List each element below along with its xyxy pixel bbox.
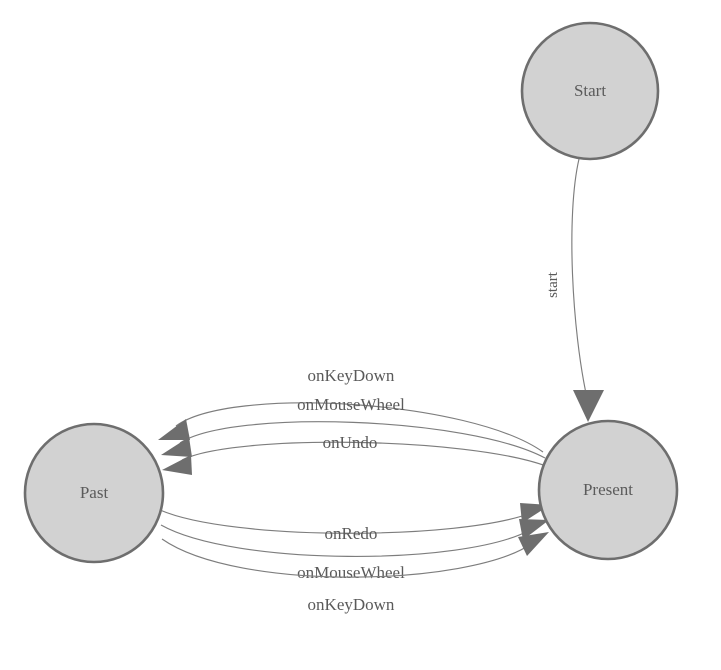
edge-arrowhead-present-past-onundo [162, 455, 192, 475]
edge-label-onkeydown-bottom: onKeyDown [308, 595, 395, 614]
nodes-layer: Start Past Present [23, 21, 679, 564]
edge-label-onmousewheel-top: onMouseWheel [297, 395, 405, 414]
edge-label-onkeydown-top: onKeyDown [308, 366, 395, 385]
edge-past-to-present-onredo[interactable]: onRedo [159, 503, 550, 543]
edge-path-present-past-onkeydown [175, 402, 544, 453]
edge-path-past-present-onredo [159, 509, 532, 534]
edge-past-to-present-onmousewheel[interactable]: onMouseWheel [160, 519, 549, 582]
edge-path-start-present [571, 158, 588, 399]
edge-path-past-present-onmousewheel [160, 524, 531, 557]
edge-arrowhead-present-past-onkeydown [158, 419, 190, 440]
node-start-label: Start [574, 81, 606, 100]
edge-arrowhead-start-present [573, 390, 604, 422]
edge-path-present-past-onundo [181, 441, 547, 467]
edge-present-to-past-onmousewheel[interactable]: onMouseWheel [161, 395, 546, 459]
node-past-label: Past [80, 483, 109, 502]
node-present-circle [537, 419, 679, 561]
edge-present-to-past-onundo[interactable]: onUndo [162, 433, 547, 475]
edge-present-to-past-onkeydown[interactable]: onKeyDown [158, 366, 544, 453]
edge-label-start: start [545, 271, 561, 298]
edge-past-to-present-onkeydown[interactable]: onKeyDown [161, 532, 549, 614]
node-past[interactable]: Past [23, 422, 165, 564]
edge-start-to-present[interactable]: start [545, 158, 604, 422]
node-present-label: Present [583, 480, 633, 499]
edge-path-present-past-onmousewheel [179, 421, 546, 459]
edge-arrowhead-past-present-onmousewheel [519, 519, 549, 540]
edge-arrowhead-present-past-onmousewheel [161, 437, 192, 457]
node-past-circle [23, 422, 165, 564]
node-start-circle [520, 21, 660, 161]
edges-layer: start onKeyDown onMouseWheel onUndo [158, 158, 604, 614]
edge-label-onredo: onRedo [325, 524, 378, 543]
edge-label-onmousewheel-bottom: onMouseWheel [297, 563, 405, 582]
edge-path-past-present-onkeydown [161, 538, 532, 578]
edge-label-onundo: onUndo [323, 433, 378, 452]
node-present[interactable]: Present [537, 419, 679, 561]
node-start[interactable]: Start [520, 21, 660, 161]
edge-arrowhead-past-present-onkeydown [518, 532, 549, 556]
